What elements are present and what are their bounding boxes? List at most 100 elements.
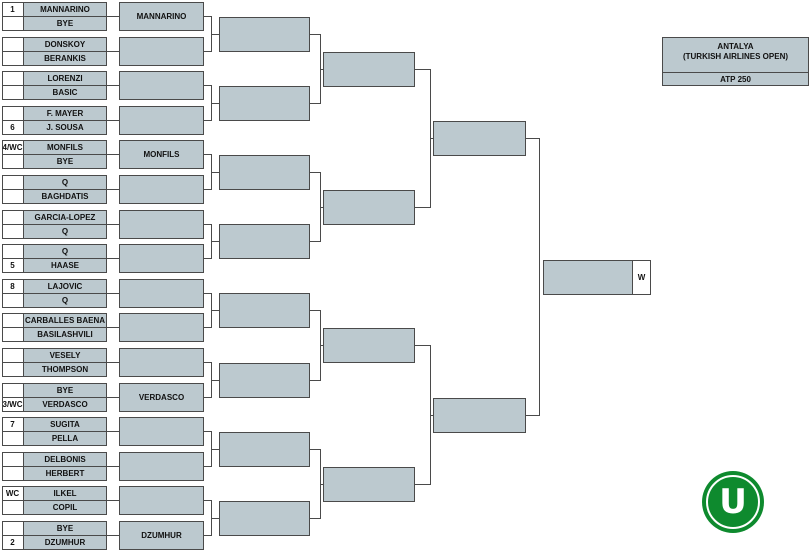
r4-connector <box>415 207 430 208</box>
r2-connector-out <box>211 172 219 173</box>
r4-connector-in <box>320 345 323 346</box>
r2-slot-4 <box>119 106 204 135</box>
r4-connector-in <box>320 484 323 485</box>
player-name: SUGITA <box>50 420 80 429</box>
r2-slot-6 <box>119 175 204 204</box>
winner-label: W <box>632 260 651 295</box>
brand-logo: U <box>702 471 764 533</box>
r1-slot-divider <box>2 154 107 155</box>
player-seed: 4/WC <box>2 143 23 152</box>
player-seed: WC <box>5 489 20 498</box>
r2-connector <box>204 362 212 363</box>
r2-connector-out <box>211 241 219 242</box>
r4-slot-2 <box>323 190 415 225</box>
player-name: Q <box>61 178 69 187</box>
r4-connector-in <box>320 69 323 70</box>
r2-connector <box>204 85 212 86</box>
r1-connector <box>107 189 119 190</box>
tournament-full-name: (TURKISH AIRLINES OPEN) <box>682 52 789 61</box>
player-seed: 7 <box>10 420 15 429</box>
r5-connector-in <box>430 138 433 139</box>
r1-slot-divider <box>2 85 107 86</box>
r2-slot-7 <box>119 210 204 239</box>
player-name: VESELY <box>49 351 81 360</box>
r2-slot-10 <box>119 313 204 342</box>
r2-slot-16: DZUMHUR <box>119 521 204 550</box>
player-seed <box>2 178 23 190</box>
player-name: Q <box>61 247 69 256</box>
r1-connector <box>107 466 119 467</box>
player-name: CARBALLES BAENA <box>25 316 105 325</box>
player-seed <box>2 192 23 204</box>
player-seed: 1 <box>10 5 15 14</box>
player-seed <box>2 157 23 169</box>
player-seed <box>2 469 23 481</box>
player-name: LAJOVIC <box>47 282 83 291</box>
r3-connector <box>310 310 320 311</box>
player-name: LORENZI <box>47 74 83 83</box>
r1-slot-divider <box>2 397 107 398</box>
r1-connector <box>107 120 119 121</box>
r3-connector <box>310 380 320 381</box>
player-name: GARCIA-LOPEZ <box>34 213 96 222</box>
r1-connector <box>107 397 119 398</box>
r2-connector-out <box>211 518 219 519</box>
info-divider <box>663 72 808 73</box>
r3-connector <box>310 241 320 242</box>
player-name: BASILASHVILI <box>37 330 93 339</box>
r1-connector <box>107 51 119 52</box>
r1-slot-divider <box>2 327 107 328</box>
r5-slot-1 <box>433 121 526 156</box>
player-name: DONSKOY <box>44 40 86 49</box>
r2-connector <box>204 258 212 259</box>
r2-slot-2 <box>119 37 204 66</box>
r2-connector <box>204 189 212 190</box>
r4-connector <box>415 69 430 70</box>
r2-slot-1: MANNARINO <box>119 2 204 31</box>
r2-connector <box>204 224 212 225</box>
r3-connector <box>310 518 320 519</box>
player-seed <box>2 109 23 121</box>
player-seed <box>2 40 23 52</box>
player-name: BYE <box>56 19 74 28</box>
r2-slot-14 <box>119 452 204 481</box>
r1-slot-divider <box>2 466 107 467</box>
player-name: MONFILS <box>47 143 83 152</box>
r1-connector <box>107 224 119 225</box>
r3-connector <box>310 449 320 450</box>
logo-ring <box>706 475 760 529</box>
r3-slot-4 <box>219 224 310 259</box>
r2-connector-out <box>211 103 219 104</box>
player-name: BERANKIS <box>44 54 86 63</box>
player-name: DZUMHUR <box>44 538 86 547</box>
r1-connector <box>107 16 119 17</box>
player-name: BAGHDATIS <box>41 192 89 201</box>
r2-connector <box>204 16 212 17</box>
r2-connector <box>204 466 212 467</box>
player-name: COPIL <box>52 503 78 512</box>
player-name: HERBERT <box>45 469 85 478</box>
player-seed: 8 <box>10 282 15 291</box>
player-seed <box>2 74 23 86</box>
player-seed <box>2 19 23 31</box>
r2-slot-3 <box>119 71 204 100</box>
r2-connector <box>204 154 212 155</box>
final-connector <box>526 415 539 416</box>
player-seed: 3/WC <box>2 400 23 409</box>
r2-connector-out <box>211 310 219 311</box>
r2-slot-12: VERDASCO <box>119 383 204 412</box>
r2-connector <box>204 535 212 536</box>
player-name: BYE <box>56 524 74 533</box>
r3-slot-2 <box>219 86 310 121</box>
r1-connector <box>107 258 119 259</box>
player-seed <box>2 88 23 100</box>
r3-slot-1 <box>219 17 310 52</box>
r4-connector <box>415 484 430 485</box>
r2-slot-9 <box>119 279 204 308</box>
r2-connector <box>204 500 212 501</box>
r1-connector <box>107 362 119 363</box>
r4-slot-1 <box>323 52 415 87</box>
winner-slot <box>543 260 633 295</box>
r2-connector-out <box>211 34 219 35</box>
player-name: MANNARINO <box>40 5 90 14</box>
